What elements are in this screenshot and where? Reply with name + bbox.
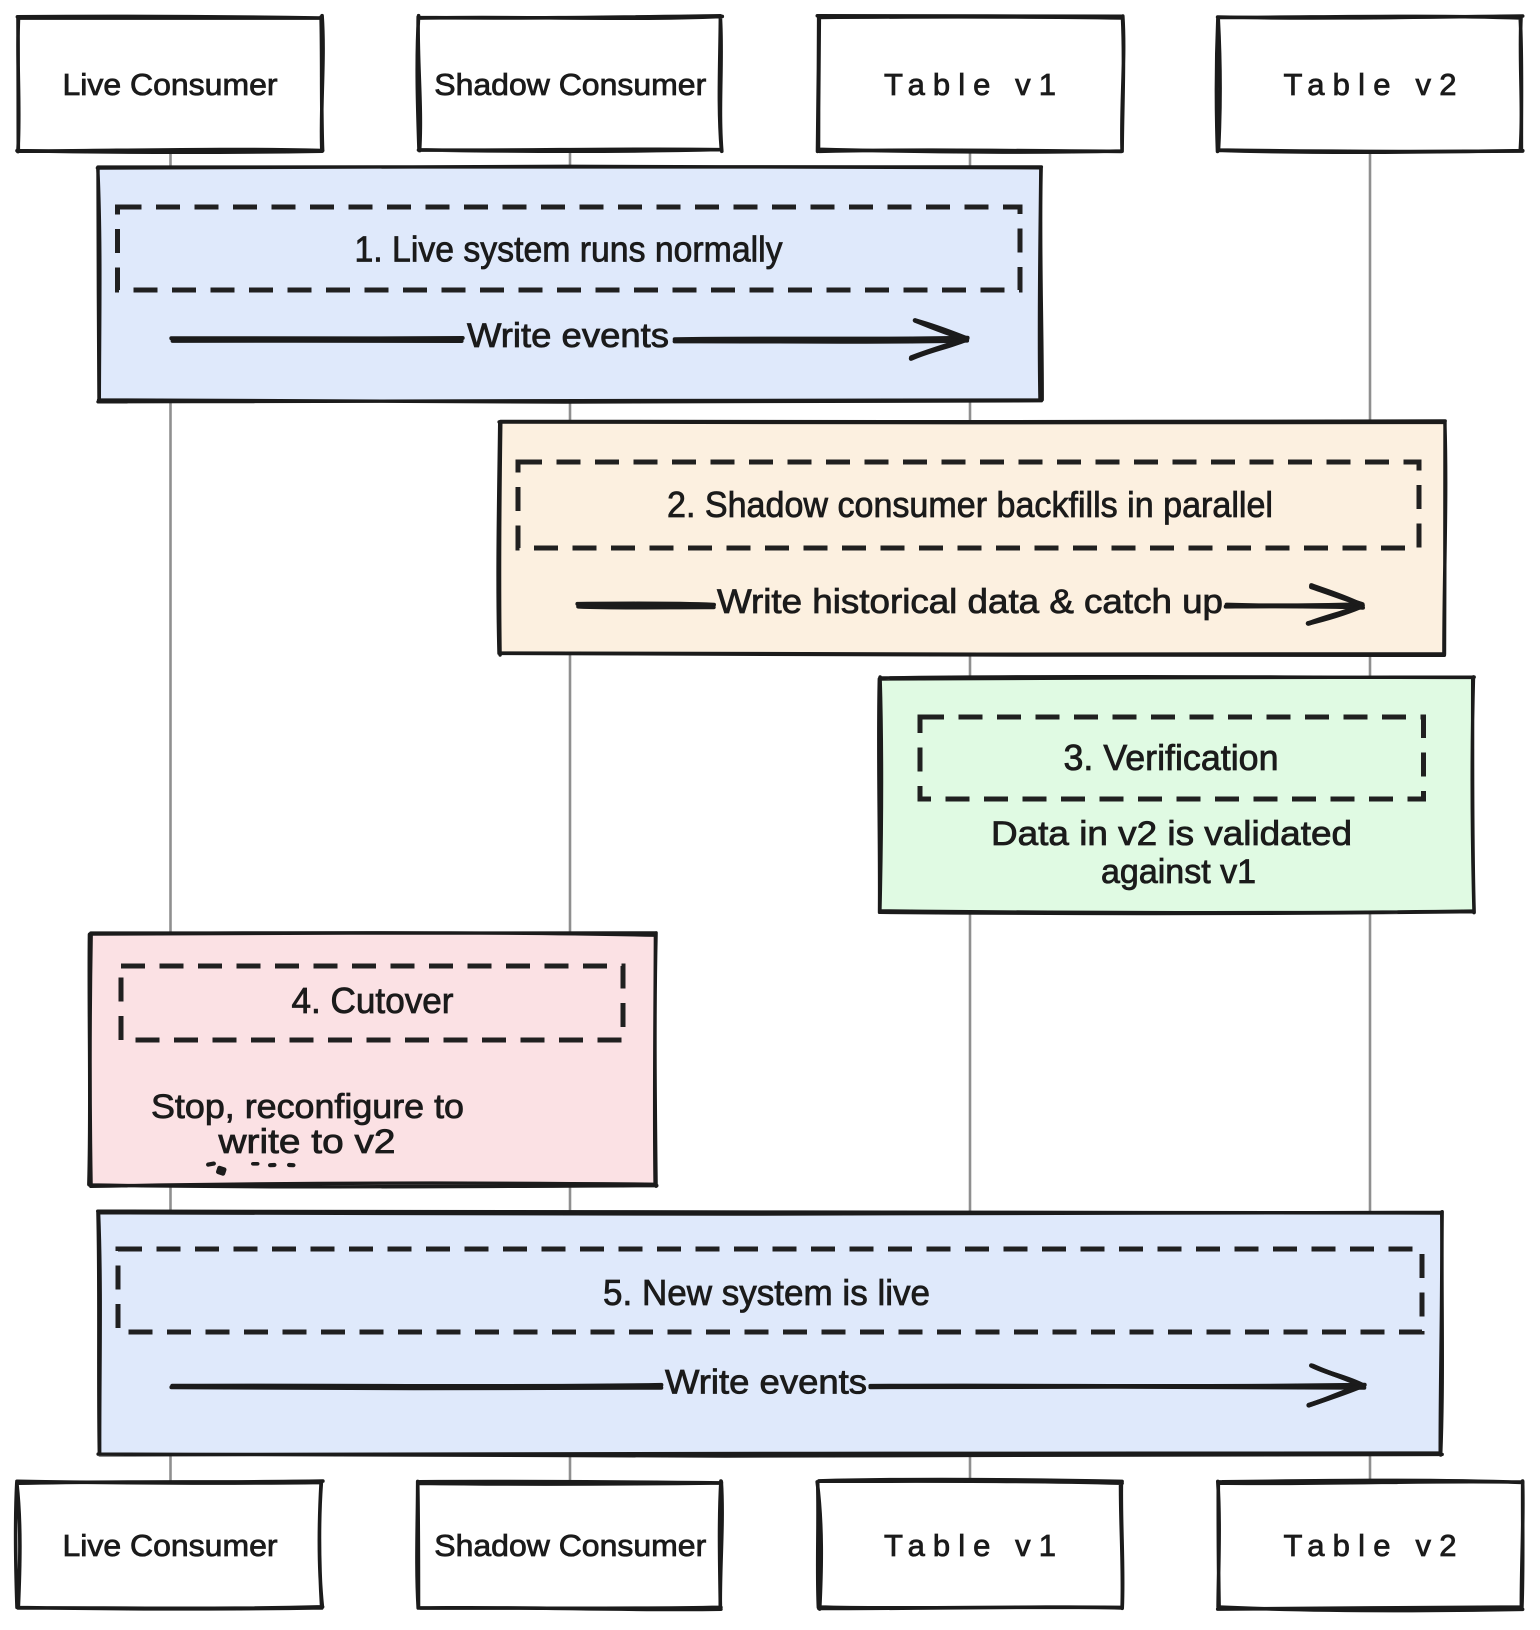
svg-text:Write historical data & catch: Write historical data & catch up <box>717 583 1223 621</box>
svg-text:write to v2: write to v2 <box>217 1123 395 1161</box>
svg-text:Write events: Write events <box>467 317 669 355</box>
svg-text:3. Verification: 3. Verification <box>1064 737 1279 778</box>
svg-text:Live Consumer: Live Consumer <box>63 1528 278 1563</box>
svg-text:Write events: Write events <box>665 1364 867 1402</box>
svg-text:4. Cutover: 4. Cutover <box>292 980 454 1021</box>
svg-text:Shadow Consumer: Shadow Consumer <box>434 1528 706 1563</box>
svg-text:5. New system is live: 5. New system is live <box>603 1272 930 1313</box>
svg-text:against v1: against v1 <box>1101 853 1256 891</box>
svg-text:2. Shadow consumer backfills i: 2. Shadow consumer backfills in parallel <box>667 484 1273 525</box>
svg-text:Live Consumer: Live Consumer <box>63 67 278 102</box>
svg-text:Data in v2 is validated: Data in v2 is validated <box>991 815 1352 853</box>
svg-text:1. Live system runs normally: 1. Live system runs normally <box>355 229 783 270</box>
svg-text:Stop, reconfigure to: Stop, reconfigure to <box>151 1088 464 1126</box>
svg-text:Shadow Consumer: Shadow Consumer <box>434 67 706 102</box>
